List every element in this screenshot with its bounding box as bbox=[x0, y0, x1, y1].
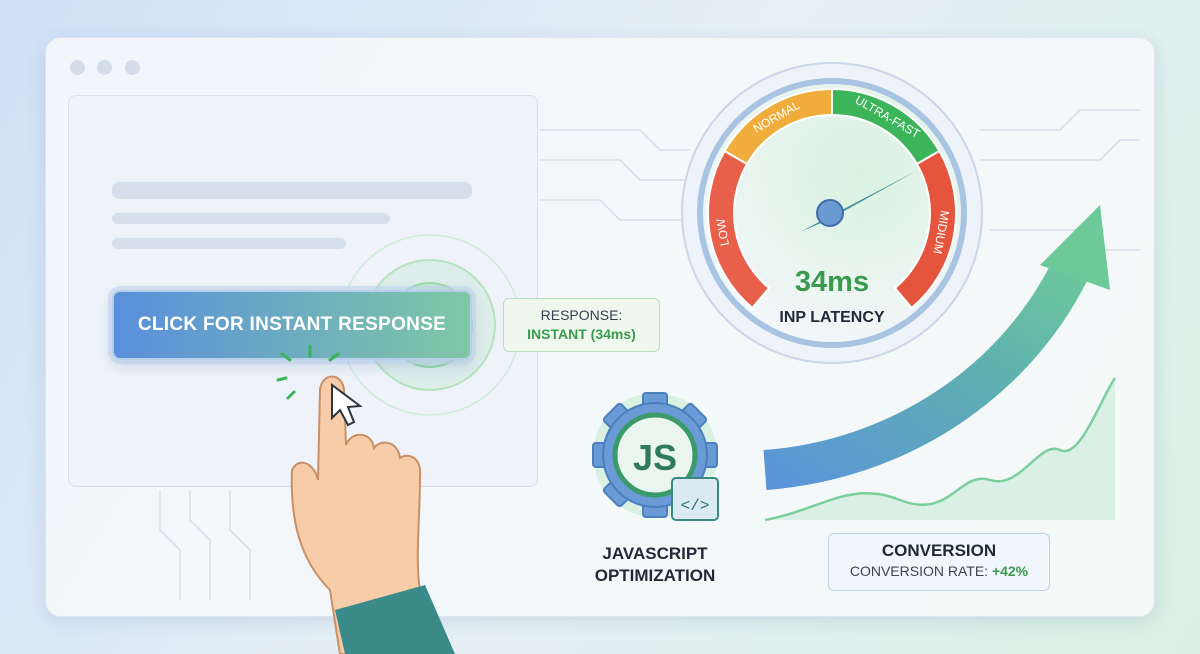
instant-response-button[interactable]: CLICK FOR INSTANT RESPONSE bbox=[112, 290, 472, 360]
text-placeholder-bar bbox=[112, 182, 472, 199]
conversion-area bbox=[765, 378, 1115, 520]
js-label-line1: JAVASCRIPT bbox=[602, 544, 708, 563]
conversion-rate-value: +42% bbox=[991, 563, 1029, 579]
gauge-value: 34ms bbox=[795, 266, 869, 298]
conversion-line bbox=[764, 377, 1117, 522]
cursor-arrow-icon bbox=[331, 383, 363, 427]
gauge-segment-midium bbox=[893, 149, 957, 310]
gauge-hub bbox=[816, 199, 844, 227]
window-dot-icon bbox=[70, 60, 85, 75]
click-burst-icon bbox=[276, 344, 340, 400]
pointing-hand bbox=[276, 344, 455, 654]
js-text: JS bbox=[633, 437, 677, 478]
text-placeholder-bar bbox=[112, 238, 346, 249]
callout-label: RESPONSE: bbox=[540, 307, 623, 323]
callout-value: INSTANT (34ms) bbox=[527, 326, 636, 342]
svg-text:</>: </> bbox=[681, 497, 710, 515]
conversion-title: CONVERSION bbox=[881, 541, 997, 560]
conversion-rate-label: CONVERSION RATE: bbox=[849, 563, 989, 579]
gauge-segment-label: LOW bbox=[713, 217, 732, 247]
conversion-card: CONVERSION CONVERSION RATE: +42% bbox=[828, 533, 1050, 591]
js-optimization-label: JAVASCRIPT OPTIMIZATION bbox=[560, 543, 750, 587]
growth-arrow bbox=[763, 251, 1094, 490]
js-label-line2: OPTIMIZATION bbox=[594, 566, 716, 585]
window-dot-icon bbox=[97, 60, 112, 75]
gauge-title: INP LATENCY bbox=[779, 309, 885, 326]
response-callout: RESPONSE: INSTANT (34ms) bbox=[503, 298, 660, 352]
button-label: CLICK FOR INSTANT RESPONSE bbox=[137, 314, 447, 335]
growth-arrowhead bbox=[1040, 205, 1110, 290]
window-dot-icon bbox=[125, 60, 140, 75]
text-placeholder-bar bbox=[112, 213, 390, 224]
sleeve bbox=[335, 585, 455, 654]
code-window-icon bbox=[671, 477, 719, 521]
js-gear-icon: JS </> bbox=[592, 392, 719, 521]
